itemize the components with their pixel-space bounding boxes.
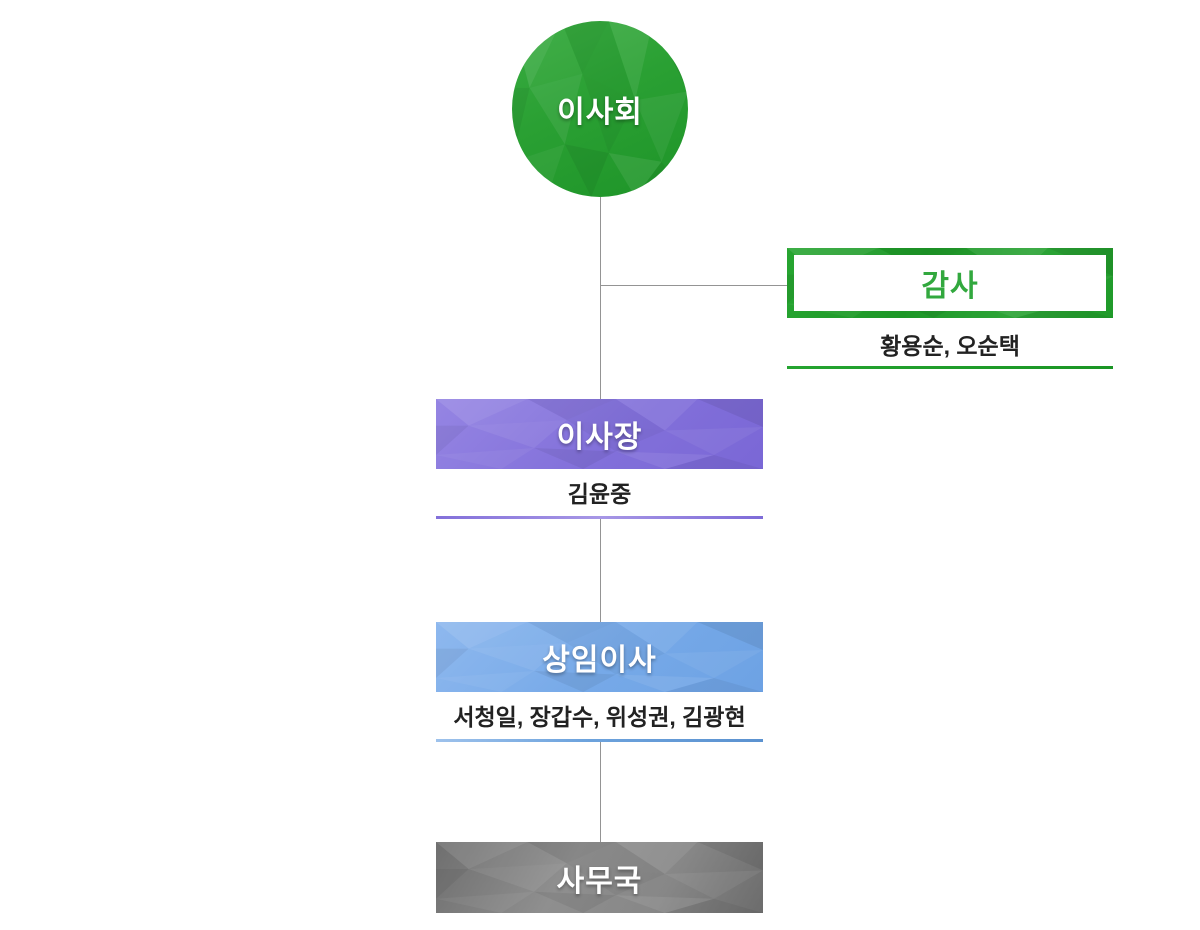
node-board-label: 이사회: [557, 96, 643, 129]
executive-underline: [436, 739, 763, 742]
node-board: 이사회: [512, 21, 688, 197]
node-secretariat-label: 사무국: [556, 864, 643, 898]
node-secretariat: 사무국: [436, 842, 763, 913]
connector-chairman-to-executive: [600, 519, 601, 622]
executive-members: 서청일, 장갑수, 위성권, 김광현: [453, 704, 746, 730]
chairman-members: 김윤중: [567, 481, 632, 507]
audit-underline: [787, 366, 1113, 369]
node-chairman: 이사장: [436, 399, 763, 469]
audit-members: 황용순, 오순택: [880, 333, 1020, 359]
connector-branch-to-audit: [600, 285, 787, 286]
node-executive-label: 상임이사: [542, 644, 657, 677]
node-executive: 상임이사: [436, 622, 763, 692]
node-audit-label: 감사: [921, 270, 979, 303]
chairman-underline: [436, 516, 763, 519]
node-chairman-label: 이사장: [556, 421, 643, 454]
node-audit: 감사: [787, 248, 1113, 318]
connector-executive-to-secretariat: [600, 742, 601, 842]
connector-board-to-chairman: [600, 197, 601, 399]
